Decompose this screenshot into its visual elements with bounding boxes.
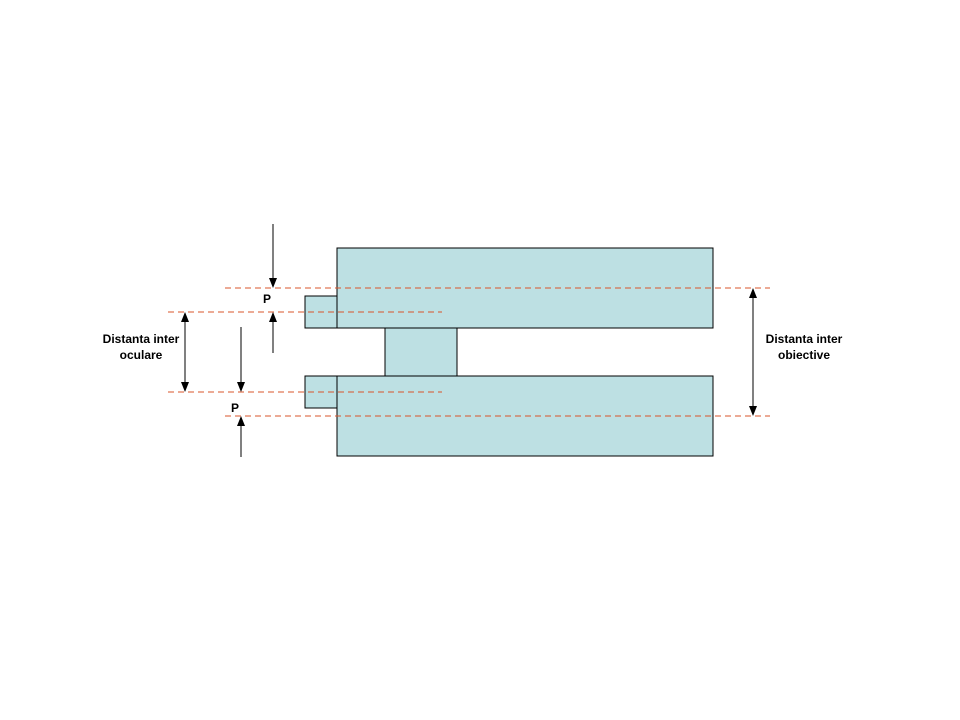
interocular-label-line2: oculare	[120, 348, 163, 362]
interobjective-label-line2: obiective	[778, 348, 830, 362]
p-bottom-label: P	[231, 401, 239, 415]
bridge-connector	[384, 327, 458, 377]
interobjective-label-line1: Distanta inter	[766, 332, 843, 346]
interocular-label-line1: Distanta inter	[103, 332, 180, 346]
p-top-label: P	[263, 292, 271, 306]
